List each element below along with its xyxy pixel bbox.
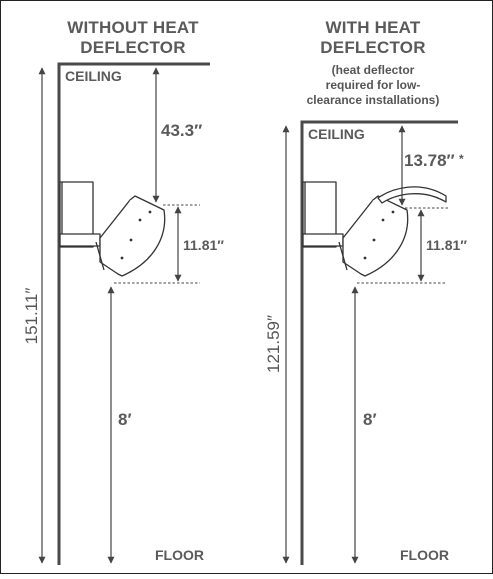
left-heading-line1: WITHOUT HEAT: [67, 18, 199, 37]
right-panel: WITH HEAT DEFLECTOR (heat deflector requ…: [264, 18, 467, 565]
right-ceiling-gap-label: 13.78″: [404, 151, 455, 170]
left-mount-height-label: 8′: [118, 410, 132, 429]
right-heater-height-label: 11.81″: [426, 237, 467, 253]
left-wall-ceiling: [57, 62, 210, 565]
left-panel: WITHOUT HEAT DEFLECTOR CEILING FLOOR 151…: [22, 18, 224, 565]
left-floor-label: FLOOR: [155, 547, 204, 563]
right-heading-line2: DEFLECTOR: [320, 38, 425, 57]
right-wall-ceiling: [300, 120, 458, 565]
heat-deflector: [377, 186, 447, 204]
right-ceiling-label: CEILING: [308, 126, 365, 142]
right-note-line2: required for low-: [326, 78, 421, 92]
right-ceiling-gap-asterisk: *: [459, 152, 464, 166]
right-floor-label: FLOOR: [400, 547, 449, 563]
right-heading-line1: WITH HEAT: [326, 18, 421, 37]
right-note-line1: (heat deflector: [332, 63, 415, 77]
left-heater: [59, 181, 166, 277]
left-total-height-label: 151.11″: [22, 288, 41, 345]
left-ceiling-gap-label: 43.3″: [161, 121, 202, 140]
right-heater: [302, 181, 447, 277]
left-heading-line2: DEFLECTOR: [80, 38, 185, 57]
right-note-line3: clearance installations): [307, 93, 440, 107]
left-ceiling-label: CEILING: [65, 68, 122, 84]
right-mount-height-label: 8′: [363, 410, 377, 429]
right-total-height-label: 121.59″: [264, 315, 283, 373]
left-heater-height-label: 11.81″: [183, 237, 224, 253]
